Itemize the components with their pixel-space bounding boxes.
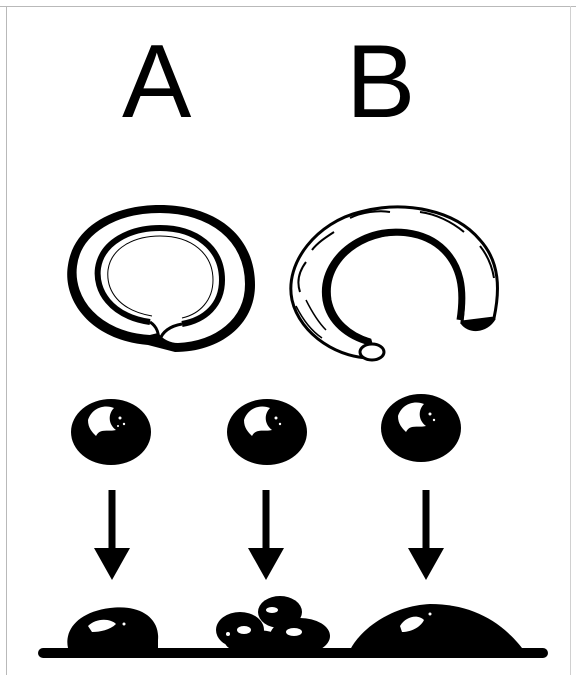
result-2-fragmented-cells [216, 596, 330, 654]
arrow-3 [408, 490, 444, 580]
ring-b [291, 207, 498, 360]
ring-a [67, 205, 255, 352]
substrate [38, 648, 548, 658]
cell-1 [71, 399, 151, 465]
result-3-spread-cell [350, 604, 522, 650]
arrow-2 [248, 490, 284, 580]
result-1-compact-cell [67, 607, 158, 650]
cell-2 [227, 399, 307, 465]
arrow-1 [94, 490, 130, 580]
cell-3 [381, 394, 461, 462]
